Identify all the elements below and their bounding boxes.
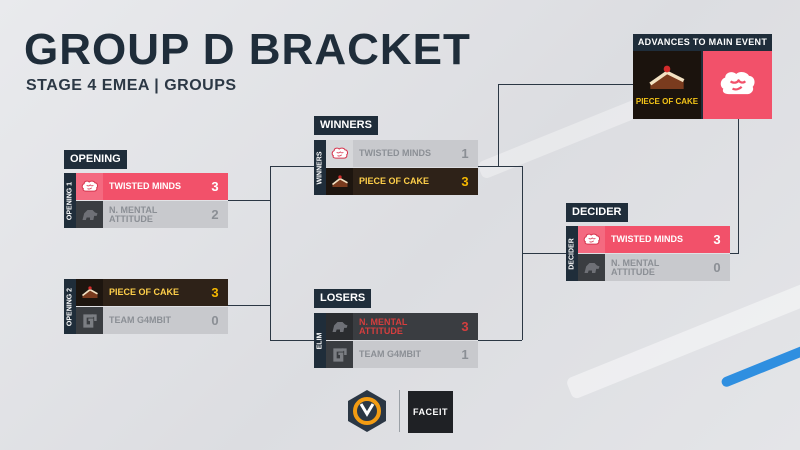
match-winners: WINNERS TWISTED MINDS 1 PIECE OF CAKE 3: [314, 140, 478, 195]
team-row[interactable]: TWISTED MINDS 3: [578, 226, 730, 253]
bear-icon: [76, 201, 103, 228]
connector-line: [478, 340, 522, 341]
team-name: TWISTED MINDS: [359, 148, 431, 158]
match-tab: OPENING 1: [64, 173, 76, 228]
match-tab: DECIDER: [566, 226, 578, 281]
team-name: TEAM G4MBIT: [109, 315, 171, 325]
team-row[interactable]: N. MENTAL ATTITUDE 3: [326, 313, 478, 340]
team-row[interactable]: N. MENTAL ATTITUDE 2: [76, 201, 228, 228]
connector-line: [522, 253, 566, 254]
brain-icon: [703, 51, 772, 119]
advances-panel: ADVANCES TO MAIN EVENT PIECE OF CAKE: [633, 34, 772, 119]
connector-line: [738, 119, 739, 253]
match-decider: DECIDER TWISTED MINDS 3 N. MENTAL ATTITU…: [566, 226, 730, 281]
brain-icon: [326, 140, 353, 167]
g4-icon: [326, 341, 353, 368]
match-opening-2: OPENING 2 PIECE OF CAKE 3 TEAM G4MBIT 0: [64, 279, 228, 334]
bear-icon: [326, 313, 353, 340]
stage-label-opening: OPENING: [64, 150, 127, 169]
bg-stripe-blue: [720, 337, 800, 389]
stage-label-losers: LOSERS: [314, 289, 372, 308]
connector-line: [730, 253, 739, 254]
g4-icon: [76, 307, 103, 334]
team-name: PIECE OF CAKE: [109, 287, 180, 297]
match-tab: WINNERS: [314, 140, 326, 195]
team-name: N. MENTAL ATTITUDE: [109, 204, 158, 224]
connector-line: [270, 166, 271, 340]
bear-icon: [578, 254, 605, 281]
overwatch-logo-icon: [344, 388, 390, 434]
team-name: N. MENTAL ATTITUDE: [359, 316, 408, 336]
team-row[interactable]: TWISTED MINDS 1: [326, 140, 478, 167]
stage-label-winners: WINNERS: [314, 116, 378, 135]
team-score: 3: [461, 174, 469, 189]
cake-icon: PIECE OF CAKE: [633, 51, 701, 119]
connector-line: [478, 166, 522, 167]
team-name: N. MENTAL ATTITUDE: [611, 257, 660, 277]
connector-line: [228, 305, 270, 306]
connector-line: [228, 200, 270, 201]
match-tab: OPENING 2: [64, 279, 76, 334]
brain-icon: [76, 173, 103, 200]
cake-icon: [76, 279, 103, 306]
advances-team-logo-text: PIECE OF CAKE: [635, 97, 699, 106]
advances-title: ADVANCES TO MAIN EVENT: [637, 37, 768, 47]
team-row[interactable]: TEAM G4MBIT 0: [76, 307, 228, 334]
team-name: TWISTED MINDS: [109, 181, 181, 191]
stage-label-decider: DECIDER: [566, 203, 628, 222]
cake-icon: [326, 168, 353, 195]
team-name: PIECE OF CAKE: [359, 176, 430, 186]
footer-divider: [399, 390, 400, 432]
team-name: TEAM G4MBIT: [359, 349, 421, 359]
brain-icon: [578, 226, 605, 253]
faceit-logo: FACEIT: [408, 391, 453, 433]
team-row[interactable]: PIECE OF CAKE 3: [76, 279, 228, 306]
connector-line: [498, 84, 499, 166]
team-score: 2: [211, 207, 219, 222]
team-score: 0: [713, 260, 721, 275]
page-title: GROUP D BRACKET: [24, 25, 471, 74]
team-name: TWISTED MINDS: [611, 234, 683, 244]
bg-stripe-light: [565, 282, 800, 400]
team-row[interactable]: PIECE OF CAKE 3: [326, 168, 478, 195]
team-score: 1: [461, 146, 469, 161]
connector-line: [270, 166, 314, 167]
page-subtitle: STAGE 4 EMEA | GROUPS: [26, 77, 237, 94]
connector-line: [270, 340, 314, 341]
match-tab: ELIM: [314, 313, 326, 368]
team-row[interactable]: TWISTED MINDS 3: [76, 173, 228, 200]
team-score: 3: [211, 179, 219, 194]
team-score: 1: [461, 347, 469, 362]
match-elim: ELIM N. MENTAL ATTITUDE 3 TEAM G4MBIT 1: [314, 313, 478, 368]
team-row[interactable]: TEAM G4MBIT 1: [326, 341, 478, 368]
team-score: 3: [713, 232, 721, 247]
team-row[interactable]: N. MENTAL ATTITUDE 0: [578, 254, 730, 281]
team-score: 0: [211, 313, 219, 328]
team-score: 3: [211, 285, 219, 300]
connector-line: [498, 84, 633, 85]
match-opening-1: OPENING 1 TWISTED MINDS 3 N. MENTAL ATTI…: [64, 173, 228, 228]
team-score: 3: [461, 319, 469, 334]
